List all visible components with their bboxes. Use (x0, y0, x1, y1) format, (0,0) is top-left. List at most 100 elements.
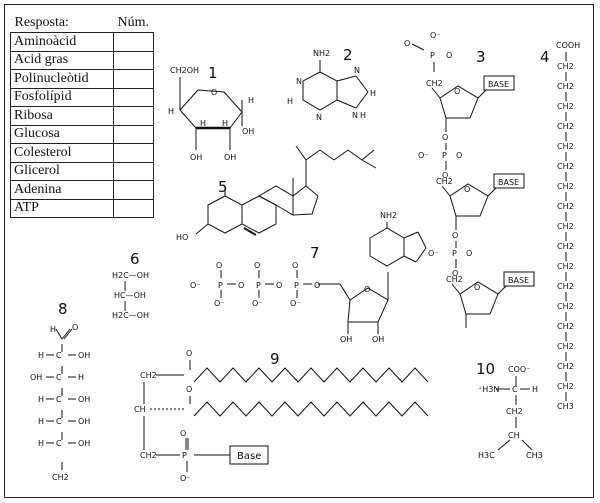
fatty-acid-ch2: CH2 (557, 262, 574, 271)
atp-phosphate-ominus: O⁻ (252, 299, 263, 308)
answer-row: Adenina (10, 180, 154, 200)
aa-h: H (532, 385, 538, 394)
answer-label: Adenina (10, 180, 114, 200)
aa-c-alpha: C (512, 385, 518, 394)
glucose-h-left: H (38, 395, 44, 404)
number-8: 8 (58, 300, 68, 318)
structure-5-cholesterol: 5 HO (176, 145, 377, 242)
answer-row: ATP (10, 198, 154, 218)
atp-phosphate-o-top: O (292, 261, 298, 270)
structure-1-ribose: 1 CH2OH O H OH H H H OH OH (168, 64, 254, 162)
fatty-acid-ch2: CH2 (557, 202, 574, 211)
adenine-hc: H (287, 97, 293, 106)
aa-coo: COO⁻ (508, 365, 530, 374)
glucose-carbon: C (56, 395, 62, 404)
answer-number-cell[interactable] (113, 198, 154, 218)
answer-label: Ribosa (10, 106, 114, 126)
answer-label: Colesterol (10, 143, 114, 163)
glucose-oh-right: OH (78, 439, 90, 448)
aa-ch: CH (508, 431, 520, 440)
atp-bridge-o: O (276, 281, 282, 290)
glucose-oh-right: OH (78, 351, 90, 360)
nuc-bond (411, 43, 425, 51)
nuc-phosphate-o: O (466, 249, 472, 258)
ribose-c4-h: H (168, 107, 174, 116)
fatty-acid-ch2: CH2 (557, 182, 574, 191)
atp-ribose-o: O (364, 285, 370, 294)
glucose-c1-h: H (50, 325, 56, 334)
glucose-carbon: C (56, 439, 62, 448)
answer-label: Glucosa (10, 124, 114, 144)
fatty-acid-ch2: CH2 (557, 62, 574, 71)
nuc-sugar-o: O (454, 87, 460, 96)
nuc-linker-o: O (442, 133, 448, 142)
atp-phosphate-p: P (256, 281, 261, 290)
structure-6-glycerol: 6 H2C—OH HC—OH H2C—OH (112, 250, 149, 320)
answer-number-cell[interactable] (113, 124, 154, 144)
glucose-h-left: H (38, 417, 44, 426)
fatty-acid-cooh: COOH (556, 41, 580, 50)
nuc-linker-o: O (442, 171, 448, 180)
answer-label: Fosfolípid (10, 87, 114, 107)
nuc-linker-o: O (452, 269, 458, 278)
ribose-c2-oh: OH (224, 153, 236, 162)
structure-4-fatty-acid: 4 COOH CH2CH2CH2CH2CH2CH2CH2CH2CH2CH2CH2… (540, 41, 580, 411)
atp-phosphate-o-top: O (216, 261, 222, 270)
atp-phosphate-p: P (218, 281, 223, 290)
ribose-ring-o: O (211, 88, 217, 97)
fatty-acid-ch2: CH2 (557, 242, 574, 251)
ester1-o: O (186, 349, 192, 358)
aa-ch2: CH2 (506, 407, 523, 416)
number-6: 6 (130, 250, 140, 268)
nuc-sugar-o: O (464, 185, 470, 194)
structure-10-amino-acid: 10 COO⁻ ⁺H3N C H CH2 CH H3C CH3 (476, 360, 543, 460)
glucose-oh-left: OH (30, 373, 42, 382)
answer-row: Polinucleòtid (10, 69, 154, 89)
answer-number-cell[interactable] (113, 161, 154, 181)
fatty-acid-ch2: CH2 (557, 382, 574, 391)
glucose-oh-right: OH (78, 395, 90, 404)
atp-phosphate-p: P (294, 281, 299, 290)
atp-terminal-ominus: O⁻ (190, 281, 201, 290)
number-9: 9 (270, 350, 280, 368)
number-5: 5 (218, 178, 228, 196)
phospholipid-ch2-bottom: CH2 (140, 451, 157, 460)
glycerol-c3: H2C—OH (112, 311, 149, 320)
nuc-linker-o: O (452, 231, 458, 240)
fatty-acid-ch2: CH2 (557, 222, 574, 231)
nuc-phosphate-p: P (430, 51, 435, 60)
number-7: 7 (310, 244, 320, 262)
nuc-ch2: CH2 (426, 79, 443, 88)
atp-phosphate-ominus: O⁻ (290, 299, 301, 308)
structure-2-adenine: 2 NH2 N H N N H N H (287, 46, 376, 122)
answer-number-cell[interactable] (113, 180, 154, 200)
answer-row: Fosfolípid (10, 87, 154, 107)
answer-label: Polinucleòtid (10, 69, 114, 89)
phospholipid-p-ominus: O⁻ (180, 474, 191, 483)
ribose-c3-oh: OH (190, 153, 202, 162)
ribose-c1-h: H (248, 96, 254, 105)
ester2-o: O (186, 385, 192, 394)
fatty-acid-ch2: CH2 (557, 302, 574, 311)
ribose-c1-oh: OH (242, 127, 254, 136)
nuc-base-label: BASE (498, 178, 519, 187)
glucose-carbon: C (56, 351, 62, 360)
outer-frame (4, 4, 594, 498)
answer-number-cell[interactable] (113, 143, 154, 163)
header-answer: Resposta: (14, 15, 69, 30)
glucose-h-left: H (38, 439, 44, 448)
glucose-h-left: H (38, 351, 44, 360)
phospholipid-ch: CH (134, 405, 146, 414)
nuc-base-box (483, 75, 515, 91)
answer-row: Colesterol (10, 143, 154, 163)
nuc-ch2: CH2 (446, 275, 463, 284)
adenine-n1: N (296, 77, 302, 86)
phospholipid-p: P (182, 451, 187, 460)
nuc-base-box (493, 173, 525, 189)
glucose-oh-right: OH (78, 417, 90, 426)
fatty-chain-1 (193, 367, 429, 383)
header-number: Núm. (117, 15, 150, 30)
cholesterol-ho: HO (176, 233, 188, 242)
